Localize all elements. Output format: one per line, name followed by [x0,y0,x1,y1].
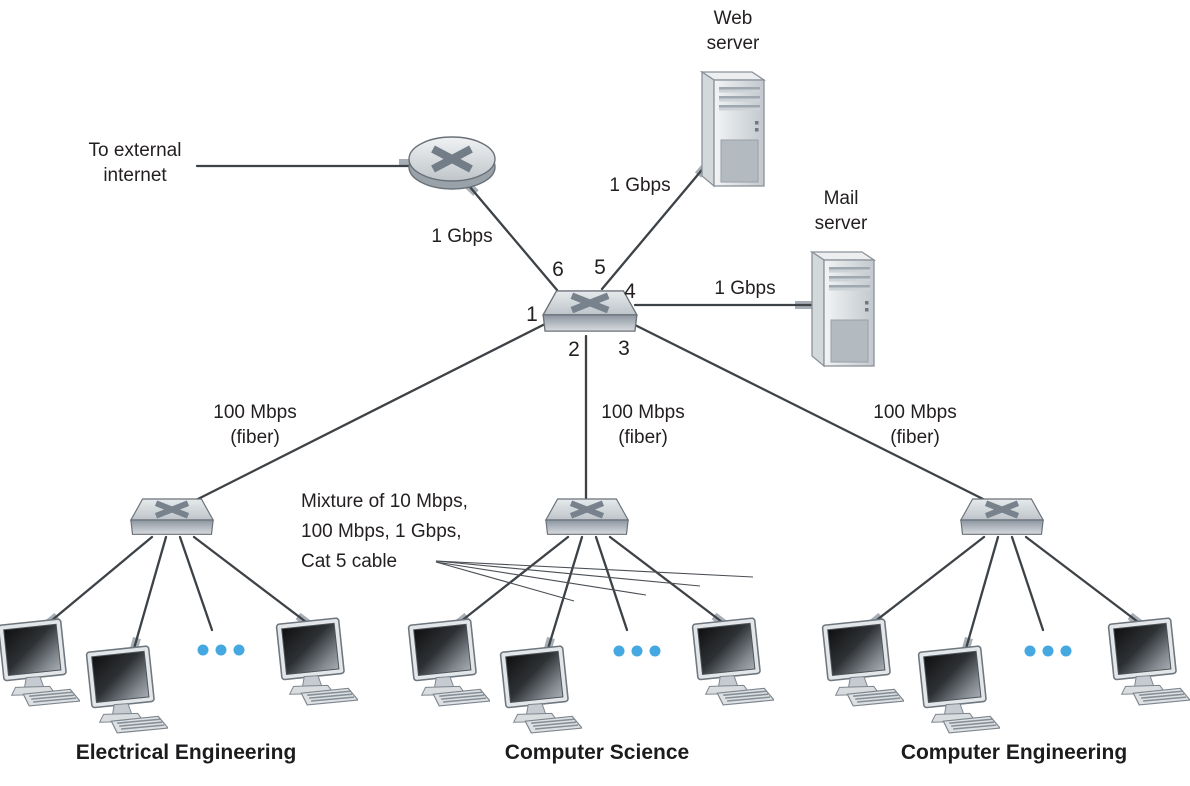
web-server-icon [701,71,765,187]
core-port-3: 3 [618,337,630,360]
annotation-callout-lines [435,560,754,602]
cable-ee-pc3 [192,535,312,627]
link-speed-core-electrical: 100 Mbps (fiber) [213,402,297,448]
ellipsis-dots-ce [1024,645,1072,657]
cable-ee-pc1 [43,535,154,628]
core-port-5: 5 [594,256,606,279]
pc-icon-cs-3 [691,617,774,706]
department-label-cs: Computer Science [504,741,690,764]
link-speed-core-mail: 1 Gbps [714,278,776,299]
pc-icon-ee-1 [0,618,80,707]
cable-cs-more [594,535,629,632]
cable-ce-pc2 [963,535,1000,654]
department-label-electrical: Electrical Engineering [75,741,297,764]
cable-core-to-ce-switch [631,322,987,502]
pc-icon-ce-1 [821,618,904,707]
link-speed-router-core: 1 Gbps [431,226,493,247]
core-port-1: 1 [526,303,538,326]
pc-icon-ce-3 [1107,617,1190,706]
pc-icon-cs-1 [407,618,490,707]
cable-ee-more [178,535,214,632]
web-server-label: Web server [706,8,760,54]
cable-cs-pc1 [453,535,570,628]
mail-server-label: Mail server [814,188,868,234]
core-port-6: 6 [552,258,564,281]
pc-icon-cs-2 [499,645,582,734]
cable-ee-pc2 [131,535,168,654]
external-internet-label: To external internet [88,140,182,186]
cable-ce-more [1010,535,1045,632]
cables [43,163,1144,654]
router-icon [408,136,496,190]
cs-switch-icon [546,499,628,534]
mail-server-icon [811,251,875,367]
cable-core-to-electrical-switch [194,320,551,502]
cable-cs-pc3 [608,535,728,627]
core-port-2: 2 [568,338,580,361]
cable-ce-pc3 [1024,535,1144,627]
ellipsis-dots-cs [613,645,661,657]
link-speed-core-web: 1 Gbps [609,175,671,196]
cable-ce-pc1 [867,535,986,628]
department-label-ce: Computer Engineering [900,741,1128,764]
electrical-switch-icon [131,499,213,534]
pc-icon-ce-2 [917,645,1000,734]
cable-router-to-core [468,185,559,292]
core-port-4: 4 [624,280,636,303]
cable-core-to-web-server [600,163,708,291]
link-speed-core-ce: 100 Mbps (fiber) [873,402,957,448]
ce-switch-icon [961,499,1043,534]
ellipsis-dots-ee [197,644,245,656]
pc-icon-ee-2 [85,645,168,734]
cable-mixture-annotation: Mixture of 10 Mbps, 100 Mbps, 1 Gbps, Ca… [301,491,468,572]
cable-cs-pc2 [545,535,584,654]
pc-icon-ee-3 [275,617,358,706]
link-speed-core-cs: 100 Mbps (fiber) [601,402,685,448]
